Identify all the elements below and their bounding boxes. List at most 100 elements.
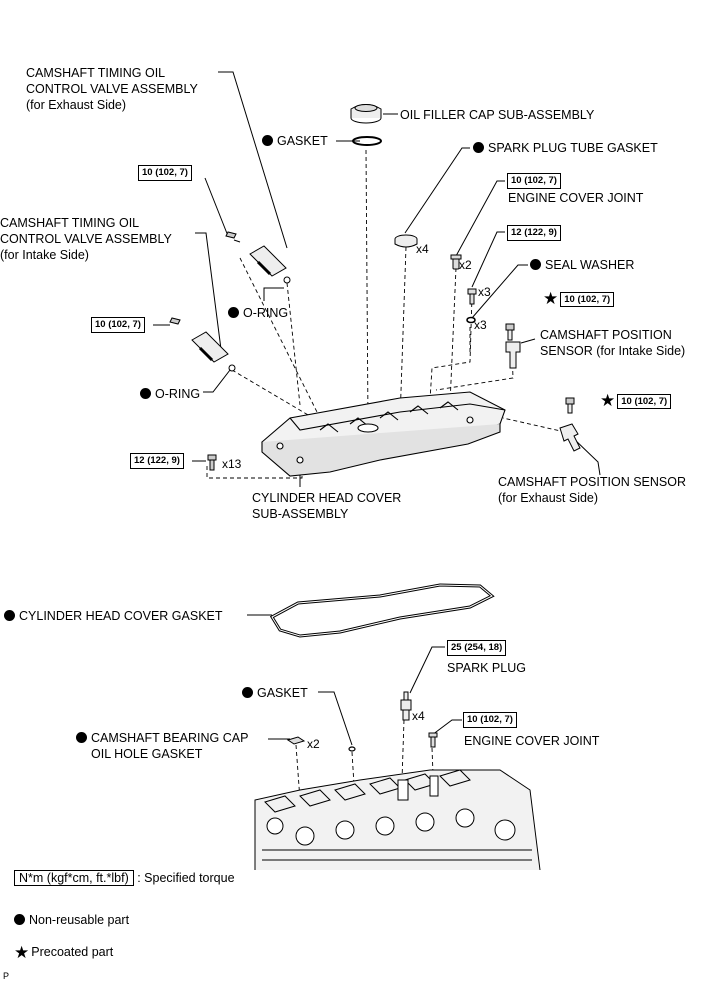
qty-seal-washers: x3 (474, 318, 487, 332)
cam-pos-sensor-intake-shape (505, 323, 521, 369)
label-ocv-intake: CAMSHAFT TIMING OIL CONTROL VALVE ASSEMB… (0, 215, 172, 263)
leader-spark-plug (409, 646, 445, 694)
label-line: CAMSHAFT TIMING OIL (26, 66, 166, 80)
precoated-star-icon: ★ (543, 289, 559, 308)
label-text: O-RING (155, 387, 201, 401)
label-oil-filler-cap: OIL FILLER CAP SUB-ASSEMBLY (400, 108, 595, 122)
torque-ocv-intake-bolt: 10 (102, 7) (91, 317, 145, 333)
leader-engine-cover-joint-top (455, 180, 505, 257)
label-engine-cover-joint-top: ENGINE COVER JOINT (508, 191, 644, 205)
cylinder-head-shape (254, 769, 541, 871)
label-line: CYLINDER HEAD COVER (252, 491, 402, 505)
label-o-ring-upper: O-RING (228, 305, 288, 321)
leader-oring-lower (203, 369, 231, 393)
legend-text: Non-reusable part (29, 913, 130, 927)
legend-text: Precoated part (31, 945, 114, 959)
label-text: SPARK PLUG TUBE GASKET (488, 141, 658, 155)
qty-seal-washer-bolts: x3 (478, 285, 491, 299)
non-reusable-icon (76, 732, 87, 743)
torque-ocv-exhaust-bolt: 10 (102, 7) (138, 165, 192, 181)
label-spark-plug: SPARK PLUG (447, 661, 526, 675)
leader-engine-cover-joint-bottom (431, 719, 462, 736)
label-seal-washer: SEAL WASHER (530, 257, 634, 273)
non-reusable-icon (4, 610, 15, 621)
label-cam-pos-exhaust: CAMSHAFT POSITION SENSOR (for Exhaust Si… (498, 474, 686, 506)
label-line: (for Exhaust Side) (26, 98, 127, 112)
oil-filler-cap-shape (350, 104, 382, 124)
qty-engine-cover-joint: x2 (459, 258, 472, 272)
cam-pos-sensor-exhaust-shape (559, 397, 581, 452)
leader-cam-pos-exhaust (572, 437, 601, 476)
cylinder-head-cover-shape (261, 391, 506, 477)
label-engine-cover-joint-bottom: ENGINE COVER JOINT (464, 734, 600, 748)
legend-torque-desc: : Specified torque (137, 871, 235, 885)
torque-engine-cover-joint-bottom: 10 (102, 7) (463, 712, 517, 728)
label-line: OIL HOLE GASKET (91, 747, 203, 761)
spark-plug-shape (400, 691, 412, 721)
legend-torque: N*m (kgf*cm, ft.*lbf) : Specified torque (14, 870, 235, 886)
leader-bolt-12 (471, 231, 505, 288)
qty-head-cover-bolts: x13 (222, 457, 242, 471)
torque-value: 10 (102, 7) (617, 394, 672, 409)
legend-non-reusable: Non-reusable part (14, 912, 129, 928)
qty-cam-bearing-cap-gaskets: x2 (307, 737, 320, 751)
leader-cam-pos-intake (520, 338, 536, 344)
label-line: CAMSHAFT TIMING OIL (0, 216, 140, 230)
leader-spark-tube-gasket (404, 147, 470, 234)
label-gasket-bottom: GASKET (242, 685, 308, 701)
label-line: SENSOR (for Intake Side) (540, 344, 686, 358)
torque-cam-pos-intake: ★10 (102, 7) (543, 289, 615, 308)
label-cam-bearing-cap: CAMSHAFT BEARING CAP OIL HOLE GASKET (76, 730, 248, 762)
precoated-star-icon: ★ (14, 943, 30, 962)
corner-mark: P (3, 971, 10, 981)
label-line: CAMSHAFT BEARING CAP (91, 731, 249, 745)
label-line: CONTROL VALVE ASSEMBLY (0, 232, 172, 246)
legend-torque-key: N*m (kgf*cm, ft.*lbf) (14, 870, 134, 886)
non-reusable-icon (530, 259, 541, 270)
label-text: SEAL WASHER (545, 258, 635, 272)
non-reusable-icon (262, 135, 273, 146)
label-o-ring-lower: O-RING (140, 386, 200, 402)
label-line: SUB-ASSEMBLY (252, 507, 349, 521)
leader-torque-ocv-exhaust (204, 177, 229, 237)
label-spark-plug-tube-gasket: SPARK PLUG TUBE GASKET (473, 140, 658, 156)
non-reusable-icon (140, 388, 151, 399)
ocv-exhaust-shape (225, 231, 291, 284)
legend-precoated: ★Precoated part (14, 943, 114, 962)
label-gasket-top: GASKET (262, 133, 328, 149)
torque-seal-washer-bolt: 12 (122, 9) (507, 225, 561, 241)
label-text: GASKET (277, 134, 328, 148)
non-reusable-icon (228, 307, 239, 318)
torque-head-cover-bolts: 12 (122, 9) (130, 453, 184, 469)
spark-tube-gasket-shape (394, 234, 418, 248)
precoated-star-icon: ★ (600, 391, 616, 410)
torque-spark-plug: 25 (254, 18) (447, 640, 507, 656)
label-line: CAMSHAFT POSITION (540, 328, 672, 342)
leader-gasket-bottom (318, 691, 353, 746)
qty-spark-plugs: x4 (412, 709, 425, 723)
torque-value: 10 (102, 7) (560, 292, 615, 307)
label-cam-pos-intake: CAMSHAFT POSITION SENSOR (for Intake Sid… (540, 327, 685, 359)
label-line: CONTROL VALVE ASSEMBLY (26, 82, 198, 96)
leader-seal-washer (471, 264, 528, 319)
label-line: CAMSHAFT POSITION SENSOR (498, 475, 686, 489)
label-cylinder-head-cover: CYLINDER HEAD COVER SUB-ASSEMBLY (252, 490, 401, 522)
label-line: (for Exhaust Side) (498, 491, 599, 505)
leader-ocv-exhaust (218, 71, 288, 249)
ocv-intake-shape (169, 317, 236, 372)
non-reusable-icon (242, 687, 253, 698)
non-reusable-icon (14, 914, 25, 925)
label-text: O-RING (243, 306, 289, 320)
torque-engine-cover-joint-top: 10 (102, 7) (507, 173, 561, 189)
leader-oring-upper (263, 287, 284, 301)
label-text: CYLINDER HEAD COVER GASKET (19, 609, 223, 623)
torque-cam-pos-exhaust: ★10 (102, 7) (600, 391, 672, 410)
non-reusable-icon (473, 142, 484, 153)
label-head-cover-gasket: CYLINDER HEAD COVER GASKET (4, 608, 223, 624)
label-text: GASKET (257, 686, 308, 700)
qty-spark-tube-gasket: x4 (416, 242, 429, 256)
engine-cover-joint-shape (450, 254, 462, 270)
label-line: (for Intake Side) (0, 248, 89, 262)
gasket-ring-shape (352, 136, 382, 146)
